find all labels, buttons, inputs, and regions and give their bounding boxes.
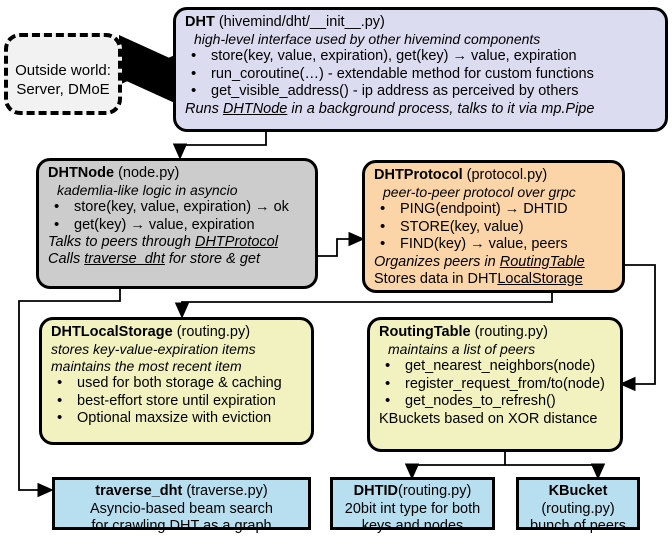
dhtprotocol-subtitle: peer-to-peer protocol over grpc	[383, 184, 576, 200]
dhtprotocol-title: DHTProtocol (protocol.py)	[374, 167, 615, 184]
traverse-dht-file: (traverse.py)	[186, 483, 268, 499]
dht-footer-post: in a background process, talks to it via…	[287, 100, 595, 117]
dht-footer: Runs DHTNode in a background process, ta…	[185, 101, 658, 118]
dhtprotocol-footer2-pre: Stores data in DHT	[374, 270, 498, 287]
dhtnode-name: DHTNode	[48, 165, 115, 181]
routingtable-bullet-1: register_request_from/to(node)	[379, 375, 613, 394]
wire-routingtable-to-leaves	[404, 452, 606, 480]
routingtable-title: RoutingTable (routing.py)	[379, 324, 613, 341]
dhtnode-footer2-pre: Calls	[48, 251, 85, 267]
dhtprotocol-box[interactable]: DHTProtocol (protocol.py) peer-to-peer p…	[362, 160, 625, 293]
routingtable-name: RoutingTable	[379, 324, 471, 340]
dhtid-content: DHTID(routing.py) 20bit int type for bot…	[333, 480, 492, 536]
dhtlocalstorage-title: DHTLocalStorage (routing.py)	[51, 324, 304, 341]
dhtlocalstorage-box[interactable]: DHTLocalStorage (routing.py) stores key-…	[39, 317, 314, 445]
dht-box[interactable]: DHT (hivemind/dht/__init__.py) high-leve…	[173, 7, 668, 132]
dhtlocalstorage-bullet-0: used for both storage & caching	[51, 374, 304, 393]
dht-title: DHT (hivemind/dht/__init__.py)	[185, 14, 658, 31]
dhtid-name: DHTID	[353, 483, 398, 499]
dhtid-file: (routing.py)	[397, 483, 472, 499]
dhtprotocol-bullet-1: STORE(key, value)	[374, 218, 615, 237]
dht-footer-link[interactable]: DHTNode	[222, 100, 288, 117]
wire-outside-to-dht	[119, 35, 177, 104]
dht-subtitle: high-level interface used by other hivem…	[194, 31, 541, 47]
dhtlocalstorage-name: DHTLocalStorage	[51, 324, 173, 340]
dht-footer-pre: Runs	[185, 100, 223, 117]
kbucket-file: (routing.py)	[541, 500, 615, 517]
outside-world-line2: Server, DMoE	[16, 81, 110, 98]
kbucket-content: KBucket (routing.py) bunch of peers	[519, 480, 637, 536]
routingtable-box[interactable]: RoutingTable (routing.py) maintains a li…	[367, 317, 623, 452]
kbucket-title: KBucket	[519, 483, 637, 501]
routingtable-bullet-0: get_nearest_neighbors(node)	[379, 357, 613, 376]
dhtnode-footer2-post: for store & get	[164, 251, 260, 267]
traverse-dht-box[interactable]: traverse_dht (traverse.py) Asyncio-based…	[52, 477, 311, 534]
routingtable-footer: KBuckets based on XOR distance	[379, 410, 598, 427]
outside-world-line1: Outside world:	[15, 62, 111, 79]
routingtable-file: (routing.py)	[474, 324, 548, 340]
traverse-dht-line2: Asyncio-based beam search	[90, 500, 273, 517]
dhtnode-footer1-link[interactable]: DHTProtocol	[194, 234, 278, 250]
dhtprotocol-footer-2: Stores data in DHTLocalStorage	[374, 271, 615, 288]
dhtnode-footer2-link[interactable]: traverse_dht	[84, 251, 165, 267]
dhtlocalstorage-bullet-1: best-effort store until expiration	[51, 392, 304, 411]
dhtid-title: DHTID(routing.py)	[333, 483, 492, 501]
dhtnode-box[interactable]: DHTNode (node.py) kademlia-like logic in…	[36, 158, 318, 289]
traverse-dht-title: traverse_dht (traverse.py)	[55, 483, 308, 501]
dhtid-box[interactable]: DHTID(routing.py) 20bit int type for bot…	[330, 477, 495, 534]
dht-bullet-1: run_coroutine(…) - extendable method for…	[185, 65, 658, 84]
dhtprotocol-footer1-pre: Organizes peers in	[374, 253, 500, 270]
kbucket-name: KBucket	[548, 483, 608, 499]
routingtable-bullet-2: get_nodes_to_refresh()	[379, 392, 613, 411]
dhtprotocol-file: (protocol.py)	[466, 167, 548, 183]
dhtlocalstorage-subtitle2: maintains the most recent item	[51, 358, 242, 374]
dhtprotocol-bullet-2: FIND(key) → value, peers	[374, 235, 615, 254]
kbucket-line3: bunch of peers	[530, 518, 626, 534]
dhtlocalstorage-subtitle1: stores key-value-expiration items	[51, 341, 256, 357]
routingtable-subtitle: maintains a list of peers	[388, 341, 536, 357]
dhtnode-subtitle: kademlia-like logic in asyncio	[57, 182, 238, 198]
dhtlocalstorage-bullet-2: Optional maxsize with eviction	[51, 409, 304, 428]
dhtlocalstorage-file: (routing.py)	[176, 324, 251, 340]
dhtprotocol-footer1-link[interactable]: RoutingTable	[499, 253, 585, 270]
dhtprotocol-footer-1: Organizes peers in RoutingTable	[374, 254, 615, 271]
outside-world-label: Outside world: Server, DMoE	[8, 37, 118, 99]
dht-file: (hivemind/dht/__init__.py)	[218, 14, 385, 30]
traverse-dht-content: traverse_dht (traverse.py) Asyncio-based…	[55, 480, 308, 536]
dhtnode-footer-1: Talks to peers through DHTProtocol	[48, 234, 308, 251]
dhtnode-file: (node.py)	[118, 165, 180, 181]
wire-dhtprotocol-to-storage	[174, 292, 553, 319]
outside-world-box: Outside world: Server, DMoE	[4, 33, 122, 115]
dhtprotocol-bullet-0: PING(endpoint) → DHTID	[374, 200, 615, 219]
wire-dhtnode-to-dhtprotocol	[316, 231, 365, 257]
dhtnode-title: DHTNode (node.py)	[48, 165, 308, 182]
kbucket-box[interactable]: KBucket (routing.py) bunch of peers	[516, 477, 640, 534]
dhtid-line2: 20bit int type for both	[344, 500, 481, 517]
dht-bullet-0: store(key, value, expiration), get(key) …	[185, 47, 658, 66]
dht-bullet-2: get_visible_address() - ip address as pe…	[185, 82, 658, 101]
dhtid-line3: keys and nodes	[361, 518, 464, 534]
dhtnode-footer-2: Calls traverse_dht for store & get	[48, 251, 308, 268]
traverse-dht-name: traverse_dht	[95, 483, 183, 499]
traverse-dht-line3: for crawling DHT as a graph	[91, 518, 272, 534]
dhtprotocol-name: DHTProtocol	[374, 167, 463, 183]
dhtnode-bullet-1: get(key) → value, expiration	[48, 216, 308, 235]
dhtprotocol-footer2-link[interactable]: LocalStorage	[497, 270, 583, 287]
dhtnode-footer1-pre: Talks to peers through	[48, 234, 195, 250]
dht-name: DHT	[185, 14, 215, 30]
wire-dht-to-dhtnode	[172, 131, 267, 160]
dhtnode-bullet-0: store(key, value, expiration) → ok	[48, 198, 308, 217]
